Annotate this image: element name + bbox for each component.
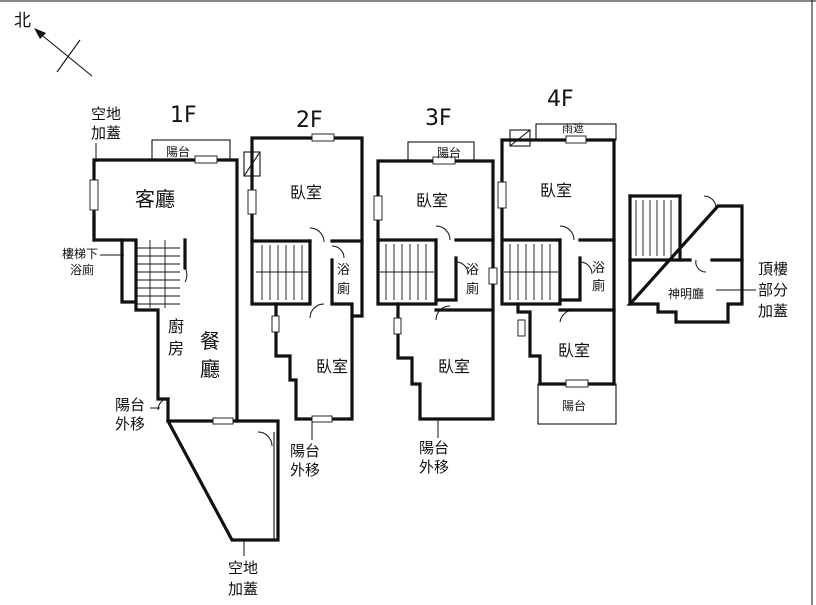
room-balcony-3f: 陽台 — [437, 145, 461, 160]
room-bedroom-3f-bottom: 臥室 — [438, 357, 470, 376]
svg-text:外移: 外移 — [290, 461, 320, 479]
svg-text:陽台: 陽台 — [115, 396, 145, 414]
room-dining-1f-b: 廳 — [200, 357, 220, 381]
room-bedroom-4f-top: 臥室 — [540, 181, 572, 200]
north-label: 北 — [14, 11, 31, 31]
floor-title-1f: 1F — [170, 103, 197, 128]
room-bath-2f-a: 浴 — [337, 263, 350, 278]
extension-1f-bottom — [165, 418, 280, 542]
room-bath-3f-a: 浴 — [466, 263, 479, 278]
roof-plan — [626, 194, 744, 324]
floor-4f-plan — [497, 123, 617, 425]
balcony-1f — [151, 139, 231, 161]
north-arrow-icon — [34, 28, 93, 77]
floor-title-4f: 4F — [547, 87, 574, 112]
room-kitchen-1f-a: 廚 — [168, 317, 184, 336]
annotation-roof-partial: 頂樓 部分 加蓋 — [716, 260, 788, 320]
room-bedroom-3f-top: 臥室 — [416, 191, 448, 210]
annotation-balcony-moved-1f: 陽台 外移 — [115, 396, 160, 433]
svg-text:空地: 空地 — [91, 105, 121, 123]
svg-text:浴廁: 浴廁 — [70, 262, 94, 277]
room-kitchen-1f-b: 房 — [168, 339, 184, 358]
svg-text:加蓋: 加蓋 — [91, 124, 121, 142]
room-bedroom-2f-top: 臥室 — [290, 183, 322, 202]
room-living-1f: 客廳 — [135, 187, 175, 211]
room-dining-1f-a: 餐 — [200, 329, 220, 353]
svg-text:外移: 外移 — [115, 415, 145, 433]
svg-text:外移: 外移 — [419, 458, 449, 476]
annotation-empty-lot-top: 空地 加蓋 — [91, 105, 121, 162]
svg-text:陽台: 陽台 — [290, 442, 320, 460]
room-bedroom-2f-bottom: 臥室 — [316, 357, 348, 376]
room-bath-3f-b: 廁 — [466, 281, 479, 297]
room-rain-shelter-4f: 雨遮 — [562, 121, 584, 135]
room-balcony-1f: 陽台 — [166, 144, 190, 159]
annotation-balcony-moved-3f: 陽台 外移 — [419, 419, 449, 476]
room-bath-4f-a: 浴 — [592, 261, 605, 276]
annotation-empty-lot-bottom: 空地 加蓋 — [228, 540, 258, 598]
svg-text:加蓋: 加蓋 — [758, 302, 788, 320]
floor-2f-plan — [243, 133, 364, 423]
annotation-under-stair: 樓梯下 浴廁 — [62, 246, 124, 277]
room-balcony-4f: 陽台 — [562, 398, 586, 413]
floor-1f-plan — [89, 139, 239, 425]
svg-text:頂樓: 頂樓 — [758, 260, 788, 278]
room-bath-4f-b: 廁 — [592, 278, 605, 294]
svg-text:空地: 空地 — [228, 559, 258, 577]
svg-text:陽台: 陽台 — [419, 439, 449, 457]
room-shrine-roof: 神明廳 — [668, 286, 704, 301]
floor-title-3f: 3F — [425, 106, 452, 131]
svg-text:樓梯下: 樓梯下 — [62, 246, 98, 261]
svg-text:加蓋: 加蓋 — [228, 580, 258, 598]
floor-title-2f: 2F — [296, 108, 323, 133]
floor-3f-plan — [373, 141, 498, 421]
annotation-balcony-moved-2f: 陽台 外移 — [290, 422, 320, 479]
svg-text:部分: 部分 — [758, 281, 788, 299]
room-bedroom-4f-bottom: 臥室 — [558, 341, 590, 360]
room-bath-2f-b: 廁 — [337, 281, 350, 297]
